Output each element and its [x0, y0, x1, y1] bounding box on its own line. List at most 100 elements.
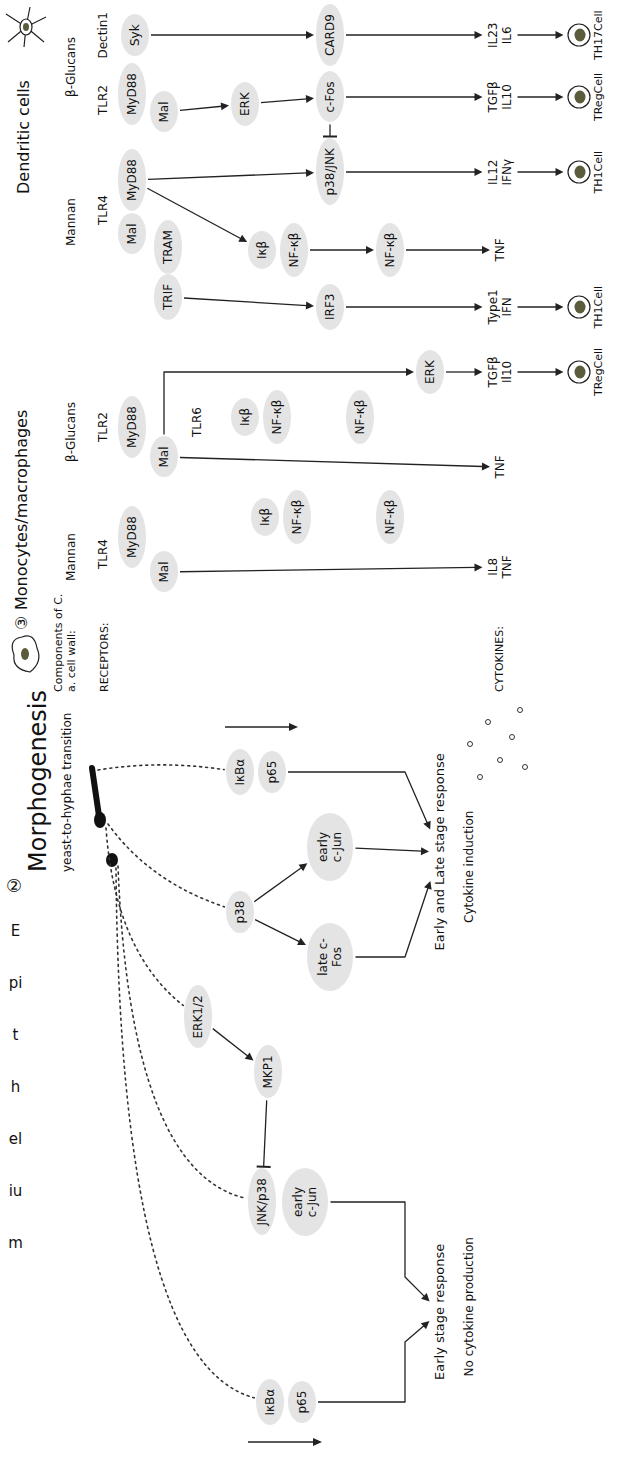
connector	[288, 772, 431, 830]
t-cell: TH1Cell	[566, 284, 605, 331]
connector-line	[318, 1326, 424, 1402]
node-text: NF-κβ	[383, 500, 397, 535]
dotted-signal	[98, 765, 224, 770]
signal-bubble: late c-Fos	[307, 923, 354, 991]
signal-bubble: IκBα	[256, 1379, 284, 1426]
node-text: MyD88	[125, 406, 139, 448]
signal-bubble: JNK/p38	[248, 1168, 276, 1235]
text-label: ③	[12, 616, 31, 630]
arrow-head	[482, 246, 490, 254]
arrow-head	[306, 169, 314, 177]
connector-line	[346, 306, 476, 307]
connector	[355, 847, 429, 855]
node-text: TH1Cell	[592, 286, 605, 329]
node-text: ERK	[238, 92, 252, 116]
connector	[346, 93, 483, 101]
node-text: Early stage response	[432, 1244, 448, 1380]
node-text: TGFβ	[486, 356, 500, 387]
t-cell-icon	[566, 294, 592, 320]
cytokine-dot	[518, 708, 523, 713]
node-text: NF-κβ	[383, 233, 397, 268]
node-text: p38/JNK	[323, 148, 337, 195]
signal-bubble: Iκβ	[248, 231, 276, 269]
text-label: Morphogenesis	[24, 690, 53, 872]
connector-line	[148, 173, 307, 179]
connector	[356, 881, 432, 957]
signal-bubble: MyD88	[118, 149, 146, 211]
connector	[446, 368, 483, 376]
arrow-head	[474, 563, 482, 571]
cytokine-dot	[478, 775, 483, 780]
connector-line	[446, 371, 476, 372]
node-text: NF-κβ	[287, 233, 301, 268]
node-text: IL23	[486, 23, 500, 49]
node-text: Il10	[500, 356, 514, 387]
signal-bubble: NF-κβ	[283, 490, 311, 545]
connector	[257, 1100, 271, 1167]
t-cell-icon	[566, 359, 592, 385]
node-text: TH1Cell	[592, 151, 605, 194]
cytokine-dot	[498, 758, 503, 763]
text-label: Dectin1	[96, 12, 110, 59]
node-text: IL8	[486, 555, 500, 578]
connector-line	[518, 171, 557, 172]
connector-line	[255, 920, 300, 942]
connector-line	[331, 1202, 425, 1297]
node-text: Mal	[157, 101, 171, 122]
node-text: TRAM	[161, 230, 175, 264]
signal-bubble: NF-κβ	[376, 490, 404, 545]
text-label: ②	[6, 875, 22, 897]
connector	[151, 31, 314, 39]
node-text: NF-κβ	[270, 400, 284, 435]
text-label: TLR2	[96, 412, 110, 442]
signal-bubble: p38/JNK	[316, 138, 344, 205]
node-text: IL6	[500, 23, 514, 49]
node-text: MyD88	[125, 73, 139, 115]
signal-bubble: NF-κβ	[376, 223, 404, 278]
signal-bubble: ERK1/2	[184, 985, 212, 1048]
cytokine-dot	[510, 735, 515, 740]
arrow-head	[556, 93, 564, 101]
signal-bubble: ERK	[416, 350, 444, 394]
arrow-head	[556, 368, 564, 376]
node-text: Mal	[125, 223, 139, 244]
connector-line	[254, 867, 301, 901]
signal-bubble: early c-Jun	[282, 1168, 329, 1236]
arrow-head	[556, 168, 564, 176]
dotted-signal	[106, 828, 183, 1005]
connector-line	[329, 125, 330, 137]
connector-line	[518, 96, 557, 97]
connector	[310, 246, 374, 254]
connector	[213, 1029, 254, 1061]
connector-line	[184, 298, 307, 306]
cytokine-label: Early stage response	[431, 1241, 449, 1383]
connector-line	[310, 249, 367, 250]
node-text: MyD88	[125, 516, 139, 558]
dotted-signal	[108, 824, 224, 907]
arrow-head	[366, 246, 374, 254]
signal-bubble: NF-κβ	[280, 223, 308, 278]
connector	[406, 246, 490, 254]
cytokine-dot	[468, 742, 473, 747]
signal-bubble: p38	[226, 891, 254, 934]
connector	[346, 31, 483, 39]
node-text: ERK	[423, 360, 437, 384]
text-label: Dendritic cells	[14, 80, 33, 194]
signal-bubble: c-Fos	[316, 72, 344, 123]
signal-bubble: Mal	[118, 213, 146, 254]
t-cell-icon	[566, 159, 592, 185]
signal-bubble: Iκβ	[251, 498, 279, 536]
cytokine-label: IL23IL6	[485, 20, 516, 52]
connector-line	[151, 34, 307, 35]
cell-nucleus	[574, 166, 585, 179]
hypha-tube	[92, 768, 99, 816]
node-text: TRIF	[161, 284, 175, 310]
dendritic-cell-nucleus	[23, 23, 29, 31]
text-label: β-Glucans	[64, 37, 78, 97]
node-text: Mal	[157, 446, 171, 467]
t-cell: TH17Cell	[566, 8, 605, 62]
dendritic-cell-body	[20, 19, 32, 35]
cytokine-label: Type1IFN	[485, 286, 516, 327]
arrow-head	[482, 462, 490, 470]
